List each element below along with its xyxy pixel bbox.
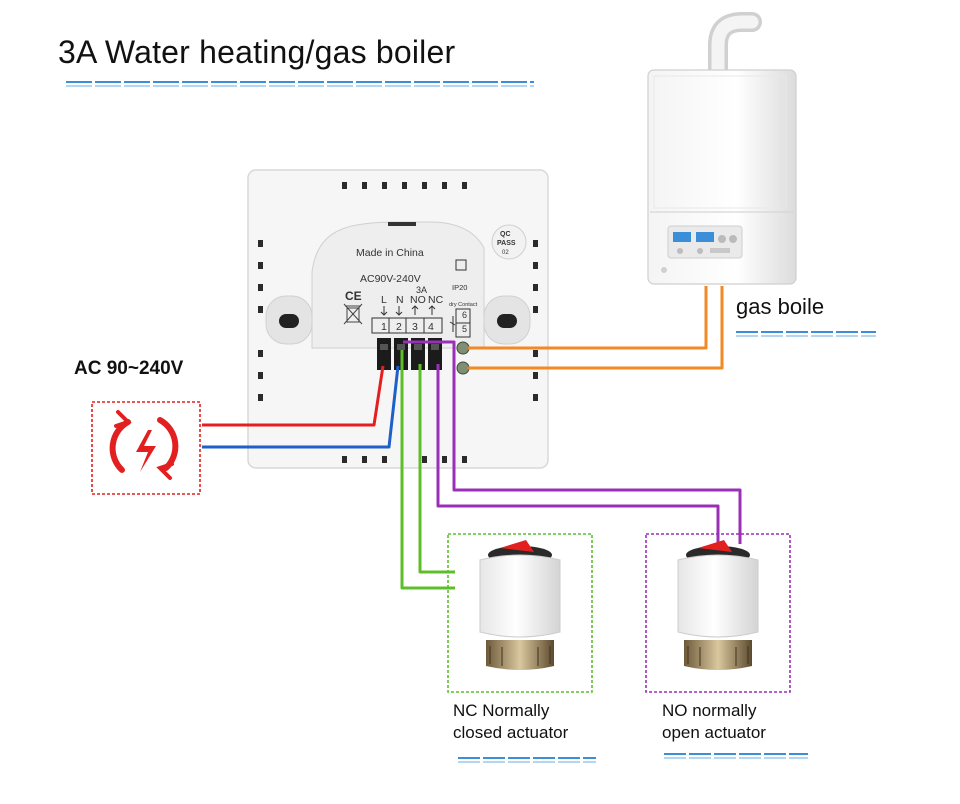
power-switch-icon	[109, 410, 179, 480]
dry-number-5: 5	[462, 324, 467, 334]
terminal-number-4: 4	[428, 321, 434, 333]
made-in-label: Made in China	[356, 247, 424, 259]
terminal-letter-l: L	[381, 294, 387, 306]
no-caption-line2: open actuator	[662, 723, 766, 742]
terminal-letter-n: N	[396, 294, 404, 306]
thermostat-back	[247, 169, 549, 469]
dry-number-6: 6	[462, 310, 467, 320]
boiler-wire-1	[468, 286, 708, 350]
terminal-number-3: 3	[412, 321, 418, 333]
terminal-letter-nc: NC	[428, 294, 444, 306]
dry-contact-label: dry Contact	[449, 302, 478, 308]
ce-icon: CE	[345, 289, 362, 303]
nc-wire-2	[418, 364, 455, 574]
qc-pass-sticker: QC PASS 02	[491, 224, 527, 260]
nc-caption-line2: closed actuator	[453, 723, 569, 742]
terminal-markings	[371, 259, 471, 338]
current-label: 3A	[416, 285, 427, 295]
wires	[202, 286, 742, 590]
nc-caption-line1: NC Normally	[453, 701, 550, 720]
weee-bin-icon	[343, 303, 363, 325]
diagram-title: 3A Water heating/gas boiler	[58, 34, 456, 70]
no-caption-line1: NO normally	[662, 701, 757, 720]
no-wire-1	[403, 340, 742, 544]
terminal-number-1: 1	[381, 321, 387, 333]
no-wire-2	[436, 364, 720, 544]
title-underline	[66, 81, 534, 87]
thermostat-labels: Made in China AC90V-240V 3A IP20 dry Con…	[345, 247, 478, 334]
qc-number-text: 02	[502, 250, 509, 256]
gas-boiler-label: gas boile	[736, 294, 825, 319]
no-actuator	[645, 533, 791, 693]
terminal-blocks	[377, 338, 470, 375]
voltage-label: AC90V-240V	[360, 273, 421, 285]
live-wire	[202, 365, 385, 427]
no-actuator-caption: NO normally open actuator	[662, 700, 766, 744]
nc-actuator	[447, 533, 593, 693]
power-source	[91, 401, 201, 495]
qc-text: QC	[500, 231, 511, 238]
neutral-wire	[202, 365, 400, 449]
nc-actuator-caption: NC Normally closed actuator	[453, 700, 568, 744]
ip-rating-label: IP20	[452, 283, 467, 292]
gas-boiler	[647, 12, 797, 285]
nc-wire-1	[400, 350, 455, 590]
boiler-wire-2	[468, 286, 724, 370]
terminal-letter-no: NO	[410, 294, 426, 306]
power-supply-label: AC 90~240V	[74, 358, 184, 379]
pass-text: PASS	[497, 240, 516, 247]
label-underlines	[458, 331, 876, 763]
terminal-number-2: 2	[396, 321, 402, 333]
